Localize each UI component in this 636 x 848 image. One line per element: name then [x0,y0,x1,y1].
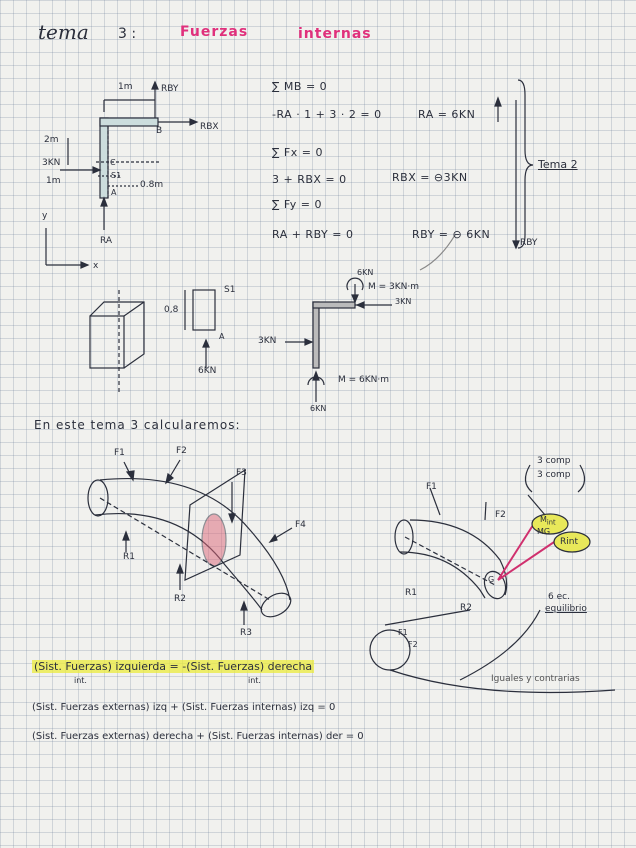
r-int: Rint [560,537,578,547]
3d-beam-diagram [87,459,293,625]
beam-f4: F4 [295,520,306,530]
right-f1: F1 [426,482,437,492]
mid-a: A [219,332,225,341]
right-f2: F2 [495,510,506,520]
iguales-contrarias: Iguales y contrarias [491,674,580,684]
left-3kn: 3KN [258,336,277,346]
dim-08m: 0.8m [140,180,164,190]
moment-top: M = 3KN·m [368,282,420,292]
top-6kn: 6KN [357,268,374,277]
eq-fx: 3 + RBX = 0 [272,173,347,186]
label-a: A [111,188,117,197]
label-s1: S1 [111,171,122,180]
intro-line: En este tema 3 calcularemos: [34,418,241,432]
comp-2: 3 comp [537,470,571,480]
top-3kn: 3KN [395,297,412,306]
axis-x: x [93,261,99,271]
circle-f2: F2 [408,640,418,649]
beam-f2: F2 [176,446,187,456]
right-r2: R2 [460,603,472,613]
label-3kn: 3KN [42,158,61,168]
comp-1: 3 comp [537,456,571,466]
label-rbx: RBX [200,122,219,132]
section-free-body-diagram [285,277,392,402]
tema-number: 3 : [118,26,137,42]
eq-bottom-2: (Sist. Fuerzas externas) izq + (Sist. Fu… [32,702,336,713]
six-ec: 6 ec. [548,592,570,602]
rby-down: RBY [520,238,538,248]
title-internas: internas [298,26,372,42]
eq-rbx-result: RBX = ⊖3KN [392,171,468,184]
label-c: C [110,158,116,167]
equilibrio: equilibrio [545,604,587,614]
title-fuerzas: Fuerzas [180,24,249,40]
beam-r2: R2 [174,594,186,604]
m-int-m: M [540,515,547,524]
mid-dim-08: 0,8 [164,305,179,315]
eq-bottom-3: (Sist. Fuerzas externas) derecha + (Sist… [32,731,364,742]
eq-sum-fy: ∑ Fy = 0 [272,198,322,211]
eq-sum-mb: ∑ MB = 0 [272,80,328,93]
beam-f3: F3 [236,468,247,478]
label-rby: RBY [161,84,179,94]
int-left: int. [74,676,87,685]
label-b: B [156,126,163,136]
eq-bottom-1: (Sist. Fuerzas) izquierda = -(Sist. Fuer… [32,660,315,673]
eq-ra-result: RA = 6KN [418,108,476,121]
cube-section-diagram [89,289,216,395]
right-r1: R1 [405,588,417,598]
beam-f1: F1 [114,448,125,458]
eq-sum-fx: ∑ Fx = 0 [272,146,323,159]
eq-bottom-1-text: (Sist. Fuerzas) izquierda = -(Sist. Fuer… [32,660,315,673]
m-int: Mint [540,515,556,527]
eq-rby-result: RBY = ⊖ 6KN [412,228,491,241]
right-cut-beam-diagram [369,464,616,694]
brace-tema2 [517,79,534,249]
bottom-6kn: 6KN [310,404,327,413]
tema2-label: Tema 2 [538,158,578,171]
l-beam-top-diagram [45,80,199,269]
tema-word: tema [38,20,89,44]
dim-1m-top: 1m [118,82,133,92]
dim-2m: 2m [44,135,59,145]
dim-1m-left: 1m [46,176,61,186]
beam-r3: R3 [240,628,252,638]
mid-s1: S1 [224,285,236,295]
right-g: G [488,575,495,584]
m-int-sub: int [546,518,556,527]
m-g: MG [537,527,551,536]
mid-6kn: 6KN [198,366,217,376]
int-right: int. [248,676,261,685]
beam-r1: R1 [123,552,135,562]
circle-f1: F1 [398,628,408,637]
moment-bottom: M = 6KN·m [338,375,390,385]
axis-y: y [42,211,48,221]
eq-fy: RA + RBY = 0 [272,228,354,241]
label-ra: RA [100,236,113,246]
eq-moments: -RA · 1 + 3 · 2 = 0 [272,108,382,121]
